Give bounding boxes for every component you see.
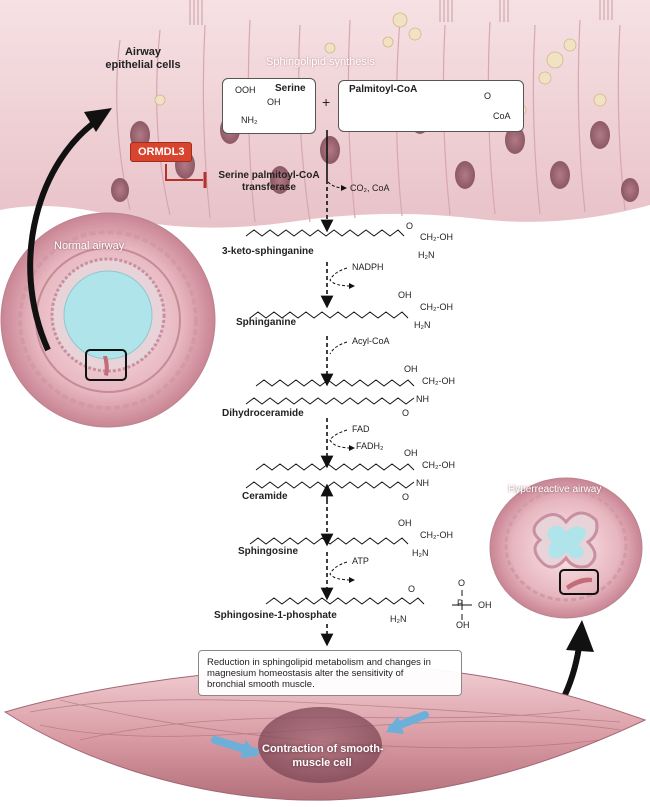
cofactor-arcs [327, 181, 355, 583]
keto-o: O [406, 221, 414, 231]
s1p-phosphate-o: O [458, 578, 466, 588]
sphinganine-h2n: H₂N [414, 320, 431, 330]
sphinganine-chain [249, 311, 409, 319]
dihydroceramide-chain-1 [255, 379, 415, 387]
compound-ceramide: Ceramide [242, 491, 288, 502]
cofactor-fadh2: FADH₂ [356, 441, 384, 451]
muscle-contraction-label: Contraction of smooth- muscle cell [262, 742, 384, 770]
byproduct-label: CO₂, CoA [350, 183, 390, 193]
compound-sphingosine-1-phosphate: Sphingosine-1-phosphate [214, 610, 337, 621]
dihydroceramide-o: O [402, 408, 410, 418]
sphingosine-h2n: H₂N [412, 548, 429, 558]
ceramide-chain-2 [245, 481, 415, 489]
enzyme-name-line2: transferase [242, 182, 296, 193]
phosphate-bonds [452, 590, 472, 620]
enzyme-name-line1: Serine palmitoyl-CoA [218, 170, 320, 181]
palmitoyl-o: O [484, 91, 492, 101]
cofactor-acyl-coa: Acyl-CoA [352, 336, 390, 346]
sphingolipid-synthesis-title: Sphingolipid synthesis [266, 56, 375, 68]
cofactor-nadph: NADPH [352, 262, 384, 272]
dihydroceramide-ch2oh: CH₂-OH [422, 376, 455, 386]
enzyme-label: Serine palmitoyl-CoA transferase [214, 170, 324, 194]
epithelial-cells-label: Airway epithelial cells [105, 46, 181, 71]
serine-nh2: NH₂ [241, 115, 258, 125]
s1p-p: P [457, 598, 464, 608]
note-line1: Reduction in sphingolipid metabolism and… [207, 657, 431, 668]
s1p-keto-o: O [408, 584, 416, 594]
serine-oh: OH [267, 97, 281, 107]
muscle-line1: Contraction of smooth- [262, 743, 384, 755]
hyperreactive-airway-illustration [489, 477, 643, 619]
serine-ooh: OOH [235, 85, 256, 95]
ceramide-ch2oh: CH₂-OH [422, 460, 455, 470]
note-line2: magnesium homeostasis alter the sensitiv… [207, 668, 404, 679]
keto-ch2oh: CH₂-OH [420, 232, 453, 242]
sphingosine-oh: OH [398, 518, 412, 528]
s1p-oh-2: OH [456, 620, 470, 630]
compound-dihydroceramide: Dihydroceramide [222, 408, 304, 419]
note-line3: bronchial smooth muscle. [207, 679, 315, 690]
ceramide-oh: OH [404, 448, 418, 458]
sphinganine-oh: OH [398, 290, 412, 300]
keto-sphinganine-chain [245, 229, 405, 237]
compound-3-keto-sphinganine: 3-keto-sphinganine [222, 246, 314, 257]
compound-sphinganine: Sphinganine [236, 317, 296, 328]
epithelial-tissue [0, 0, 650, 228]
ormdl3-badge: ORMDL3 [130, 142, 193, 162]
explanation-note: Reduction in sphingolipid metabolism and… [198, 650, 462, 696]
note-text: Reduction in sphingolipid metabolism and… [207, 657, 431, 690]
normal-airway-illustration [0, 212, 216, 428]
dihydroceramide-oh: OH [404, 364, 418, 374]
ceramide-chain-1 [255, 463, 415, 471]
palmitoyl-coa-box: Palmitoyl-CoA CoA O [338, 80, 524, 132]
s1p-h2n: H₂N [390, 614, 407, 624]
inhibition-line [165, 164, 203, 181]
sphinganine-ch2oh: CH₂-OH [420, 302, 453, 312]
compound-sphingosine: Sphingosine [238, 546, 298, 557]
keto-h2n: H₂N [418, 250, 435, 260]
coa-label: CoA [493, 111, 511, 121]
normal-to-epithelium-arrow [27, 117, 100, 352]
dihydroceramide-chain-2 [245, 397, 415, 405]
palmitoyl-coa-label: Palmitoyl-CoA [349, 84, 418, 95]
normal-airway-label: Normal airway [54, 240, 125, 252]
serine-label: Serine [275, 83, 306, 94]
serine-box: Serine OOH OH NH₂ [222, 78, 316, 134]
smooth-muscle-cell [3, 665, 647, 801]
dihydroceramide-nh: NH [416, 394, 429, 404]
cofactor-fad: FAD [352, 424, 370, 434]
muscle-line2: muscle cell [292, 757, 352, 769]
s1p-chain [265, 597, 425, 605]
sphingosine-ch2oh: CH₂-OH [420, 530, 453, 540]
sphingosine-chain [249, 537, 409, 545]
s1p-oh-1: OH [478, 600, 492, 610]
plus-sign: + [322, 94, 331, 110]
ceramide-nh: NH [416, 478, 429, 488]
hyperreactive-airway-label: Hyperreactive airway [508, 484, 602, 495]
ceramide-o: O [402, 492, 410, 502]
cofactor-atp: ATP [352, 556, 369, 566]
